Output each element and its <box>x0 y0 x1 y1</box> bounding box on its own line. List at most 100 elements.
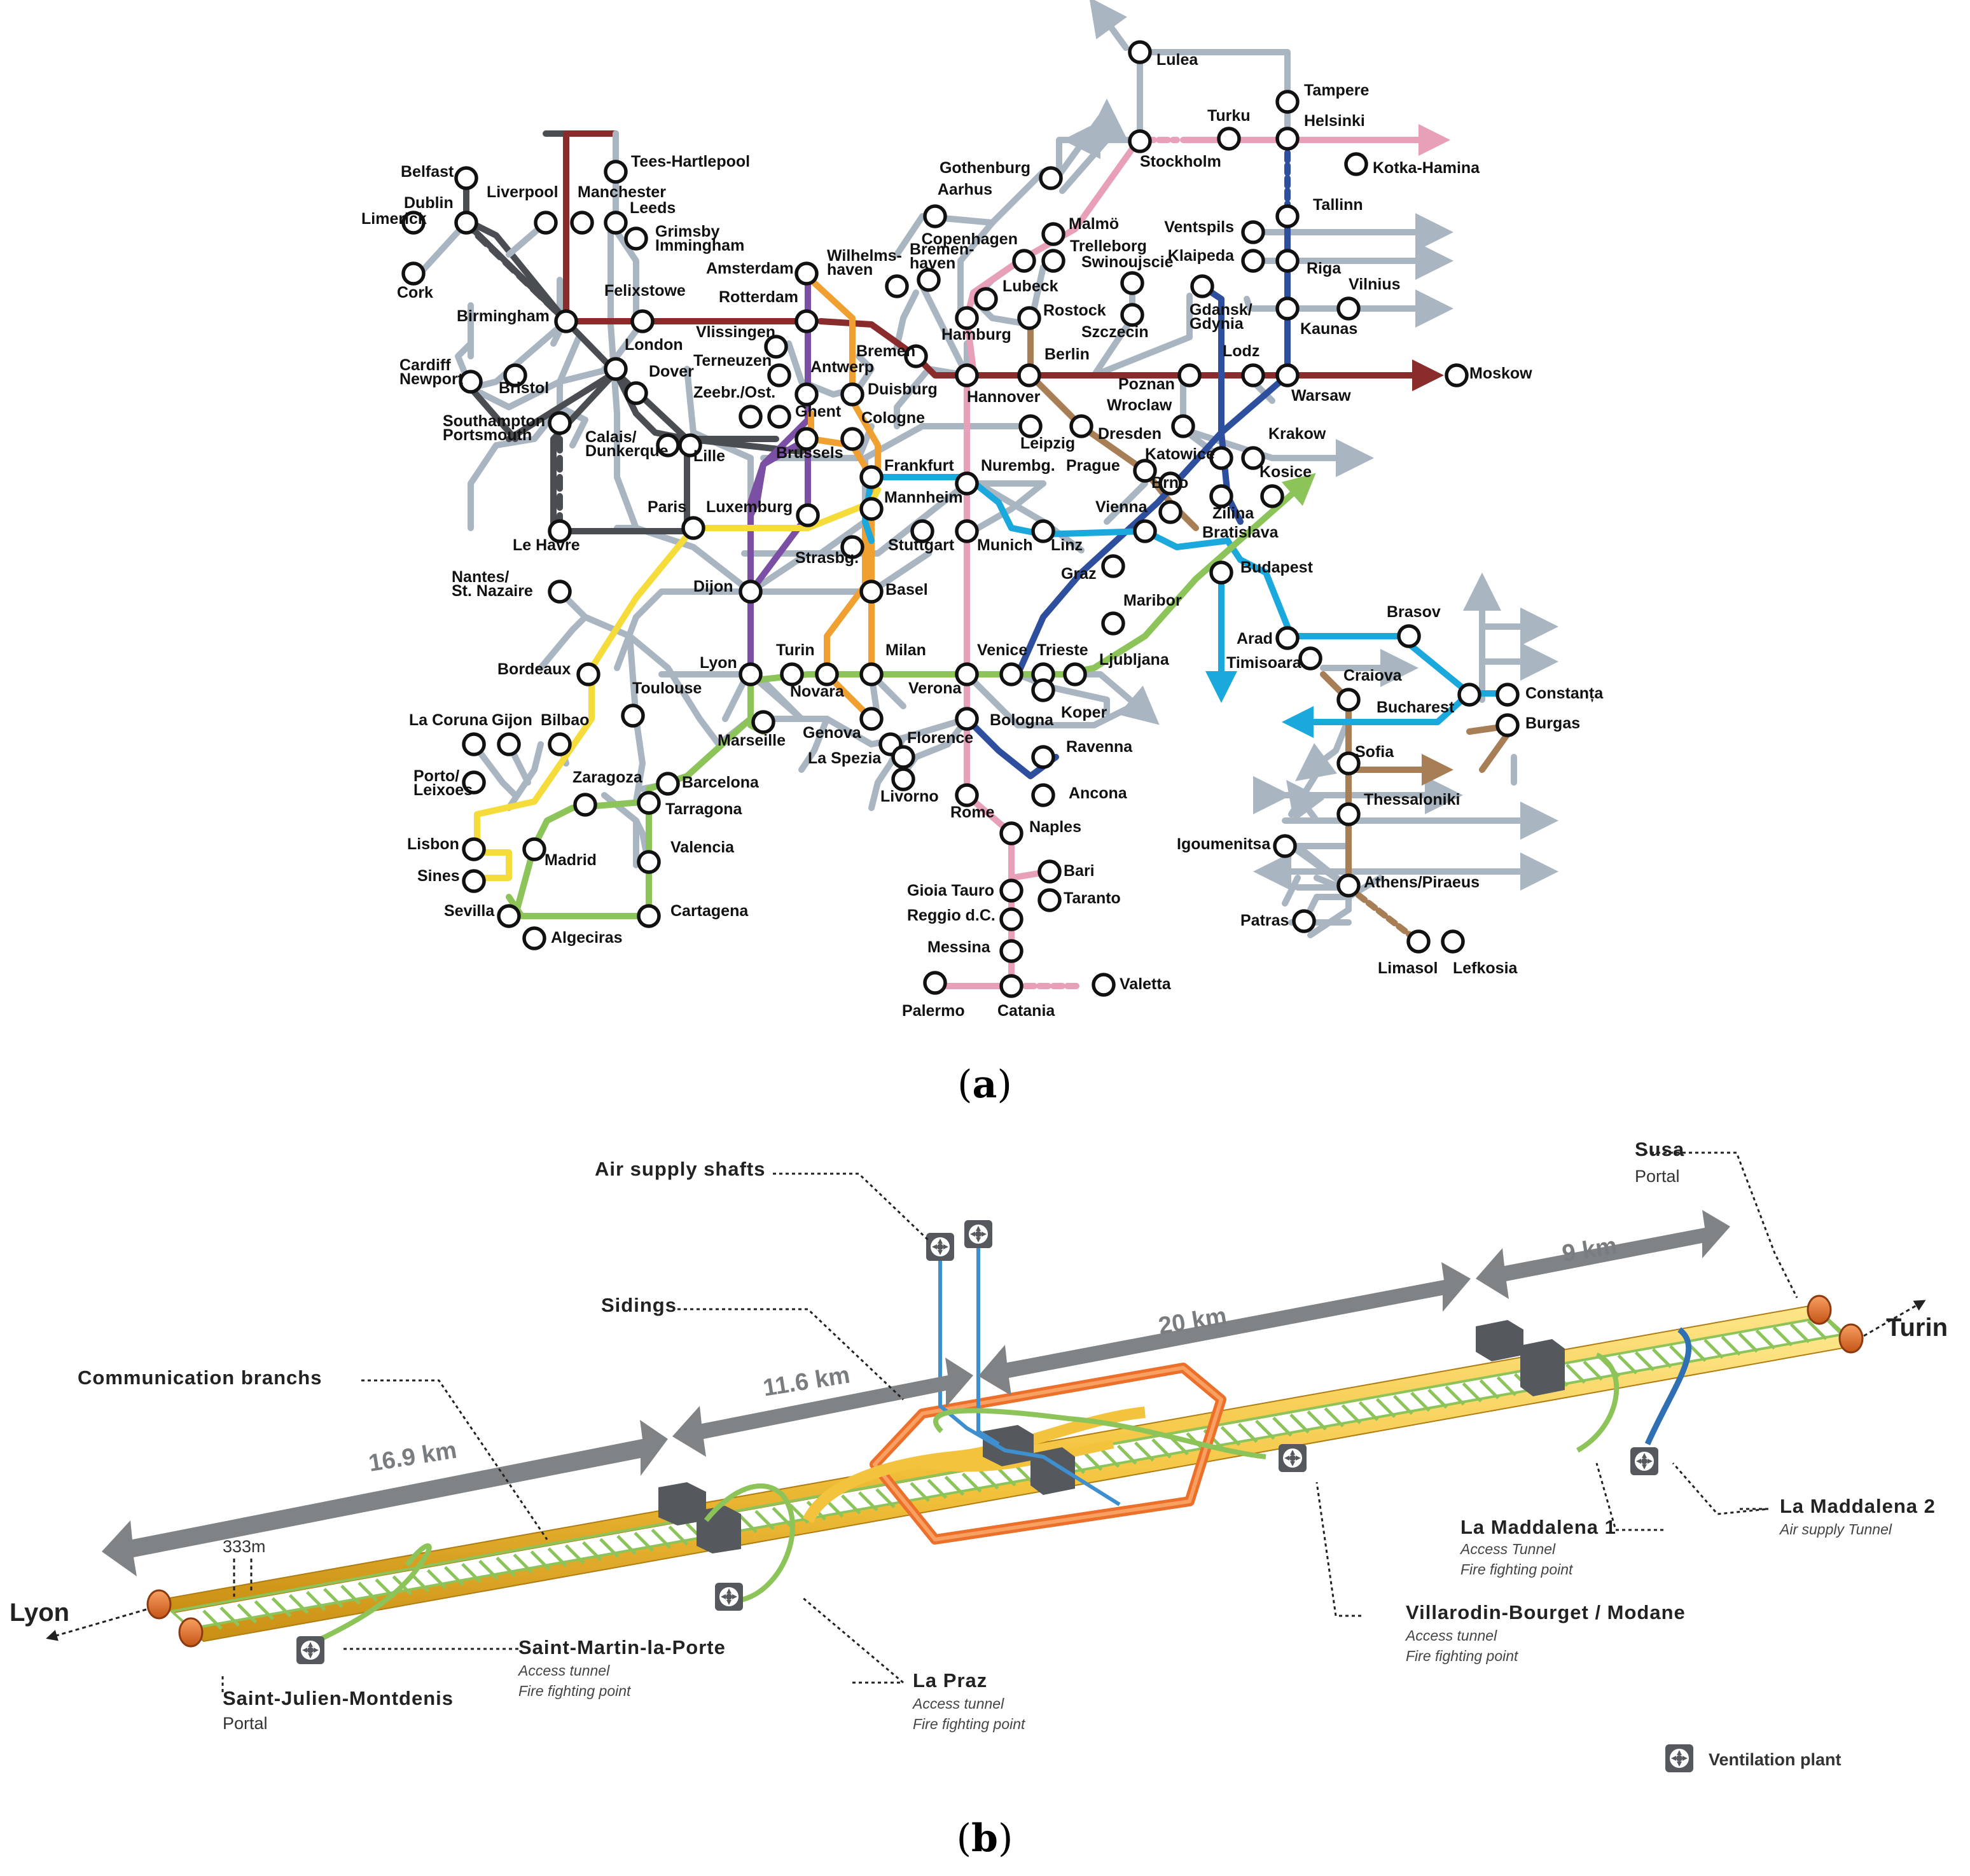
station-reggio <box>999 907 1023 931</box>
station-limasol <box>1406 929 1431 954</box>
station-label-dijon: Dijon <box>693 578 733 595</box>
station-brasov <box>1397 624 1421 648</box>
station-constanta <box>1495 683 1520 707</box>
teal-lines <box>862 474 1517 738</box>
station-vlissingen <box>764 335 788 359</box>
station-label-bristol: Bristol <box>499 379 549 397</box>
station-malmo <box>1041 222 1065 246</box>
station-zilina <box>1209 484 1233 508</box>
station-label-gothenburg: Gothenburg <box>940 159 1030 177</box>
station-trelleborg <box>1041 249 1065 273</box>
station-craiova <box>1336 688 1361 712</box>
station-genova <box>859 707 884 731</box>
la-maddalena-1-label: La Maddalena 1 <box>1460 1516 1616 1538</box>
station-ravenna <box>1031 745 1055 769</box>
station-tallinn <box>1275 204 1300 228</box>
station-cologne <box>840 427 864 451</box>
station-sines <box>462 869 486 893</box>
la-maddalena-1-sub2: Fire fighting point <box>1460 1561 1574 1578</box>
villarodin-sub2: Fire fighting point <box>1406 1648 1519 1664</box>
station-label-florence: Florence <box>907 729 973 747</box>
la-maddalena-2-label: La Maddalena 2 <box>1780 1495 1936 1517</box>
station-cartagena <box>637 904 661 928</box>
station-label-bremenhaven: Bremen-haven <box>910 240 974 272</box>
la-praz-sub2: Fire fighting point <box>913 1716 1026 1732</box>
station-label-messina: Messina <box>927 938 991 956</box>
station-limerick <box>401 211 426 235</box>
station-label-riga: Riga <box>1307 260 1342 277</box>
station-label-valetta: Valetta <box>1120 975 1172 993</box>
station-algeciras <box>522 926 546 950</box>
station-lubeck <box>974 287 998 311</box>
station-calais <box>656 433 680 457</box>
station-label-duisburg: Duisburg <box>868 380 938 398</box>
station-lille <box>678 433 702 457</box>
station-label-luxemburg: Luxemburg <box>706 498 793 516</box>
station-label-arad: Arad <box>1237 630 1273 648</box>
station-hamburg <box>955 306 979 330</box>
station-label-lefkosia: Lefkosia <box>1453 959 1518 977</box>
station-gdansk <box>1190 274 1214 298</box>
station-label-basel: Basel <box>885 581 928 599</box>
station-label-trieste: Trieste <box>1037 641 1088 659</box>
station-label-palermo: Palermo <box>902 1002 965 1020</box>
station-barcelona <box>656 772 680 796</box>
station-label-lacoruna: La Coruna <box>409 711 489 729</box>
station-porto <box>462 770 486 795</box>
station-gioiatauro <box>999 879 1023 903</box>
station-linz <box>1031 519 1055 543</box>
station-label-porto: Porto/Leixoes <box>413 767 473 799</box>
station-bologna <box>955 707 979 731</box>
station-label-wroclaw: Wroclaw <box>1107 396 1172 414</box>
tunnel-diagram: 16.9 km 11.6 km 20 km 9 km 333m Lyon Tur… <box>10 1138 1948 1861</box>
station-valencia <box>637 850 661 874</box>
station-milan <box>859 662 884 686</box>
station-kosice <box>1260 484 1284 508</box>
station-ancona <box>1031 783 1055 807</box>
station-toulouse <box>621 704 645 728</box>
station-liverpool <box>534 211 558 235</box>
station-label-livorno: Livorno <box>880 788 939 805</box>
station-label-paris: Paris <box>648 498 686 516</box>
station-label-ljubljana: Ljubljana <box>1099 651 1170 669</box>
station-label-catania: Catania <box>997 1002 1055 1020</box>
station-label-stuttgart: Stuttgart <box>888 536 955 554</box>
caption-a: (a) <box>957 1062 1012 1107</box>
ventilation-plant-icon <box>926 1233 954 1261</box>
station-label-warsaw: Warsaw <box>1291 387 1351 405</box>
station-sevilla <box>497 904 521 928</box>
ventilation-plant-icon <box>1665 1744 1693 1772</box>
station-brussels <box>794 427 819 451</box>
station-prague <box>1133 459 1157 483</box>
station-lisbon <box>462 837 486 861</box>
station-label-milan: Milan <box>885 641 926 659</box>
station-label-katowice: Katowice <box>1145 445 1215 463</box>
portal-susa-b <box>1838 1323 1864 1354</box>
station-belfast <box>454 166 478 190</box>
station-catania <box>999 974 1023 998</box>
station-riga <box>1275 249 1300 273</box>
station-rome <box>955 783 979 807</box>
saint-julien-portal-label: Portal <box>223 1714 268 1733</box>
station-stockholm <box>1128 129 1152 153</box>
station-gijon <box>497 732 521 756</box>
station-helsinki <box>1275 127 1300 151</box>
station-budapest <box>1209 560 1233 585</box>
station-label-novara: Novara <box>790 683 845 700</box>
distance-label: 16.9 km <box>367 1437 459 1477</box>
station-london <box>604 357 628 381</box>
station-label-dresden: Dresden <box>1098 425 1162 443</box>
portal-saint-julien-b <box>178 1617 204 1648</box>
station-madrid <box>522 837 546 861</box>
station-label-madrid: Madrid <box>545 851 597 869</box>
station-bristol <box>503 363 527 387</box>
station-label-zaragoza: Zaragoza <box>572 768 643 786</box>
station-kaunas <box>1275 296 1300 321</box>
villarodin-sub1: Access tunnel <box>1405 1627 1497 1644</box>
station-label-toulouse: Toulouse <box>632 679 702 697</box>
station-label-liverpool: Liverpool <box>487 183 558 201</box>
station-label-sofia: Sofia <box>1355 743 1394 761</box>
